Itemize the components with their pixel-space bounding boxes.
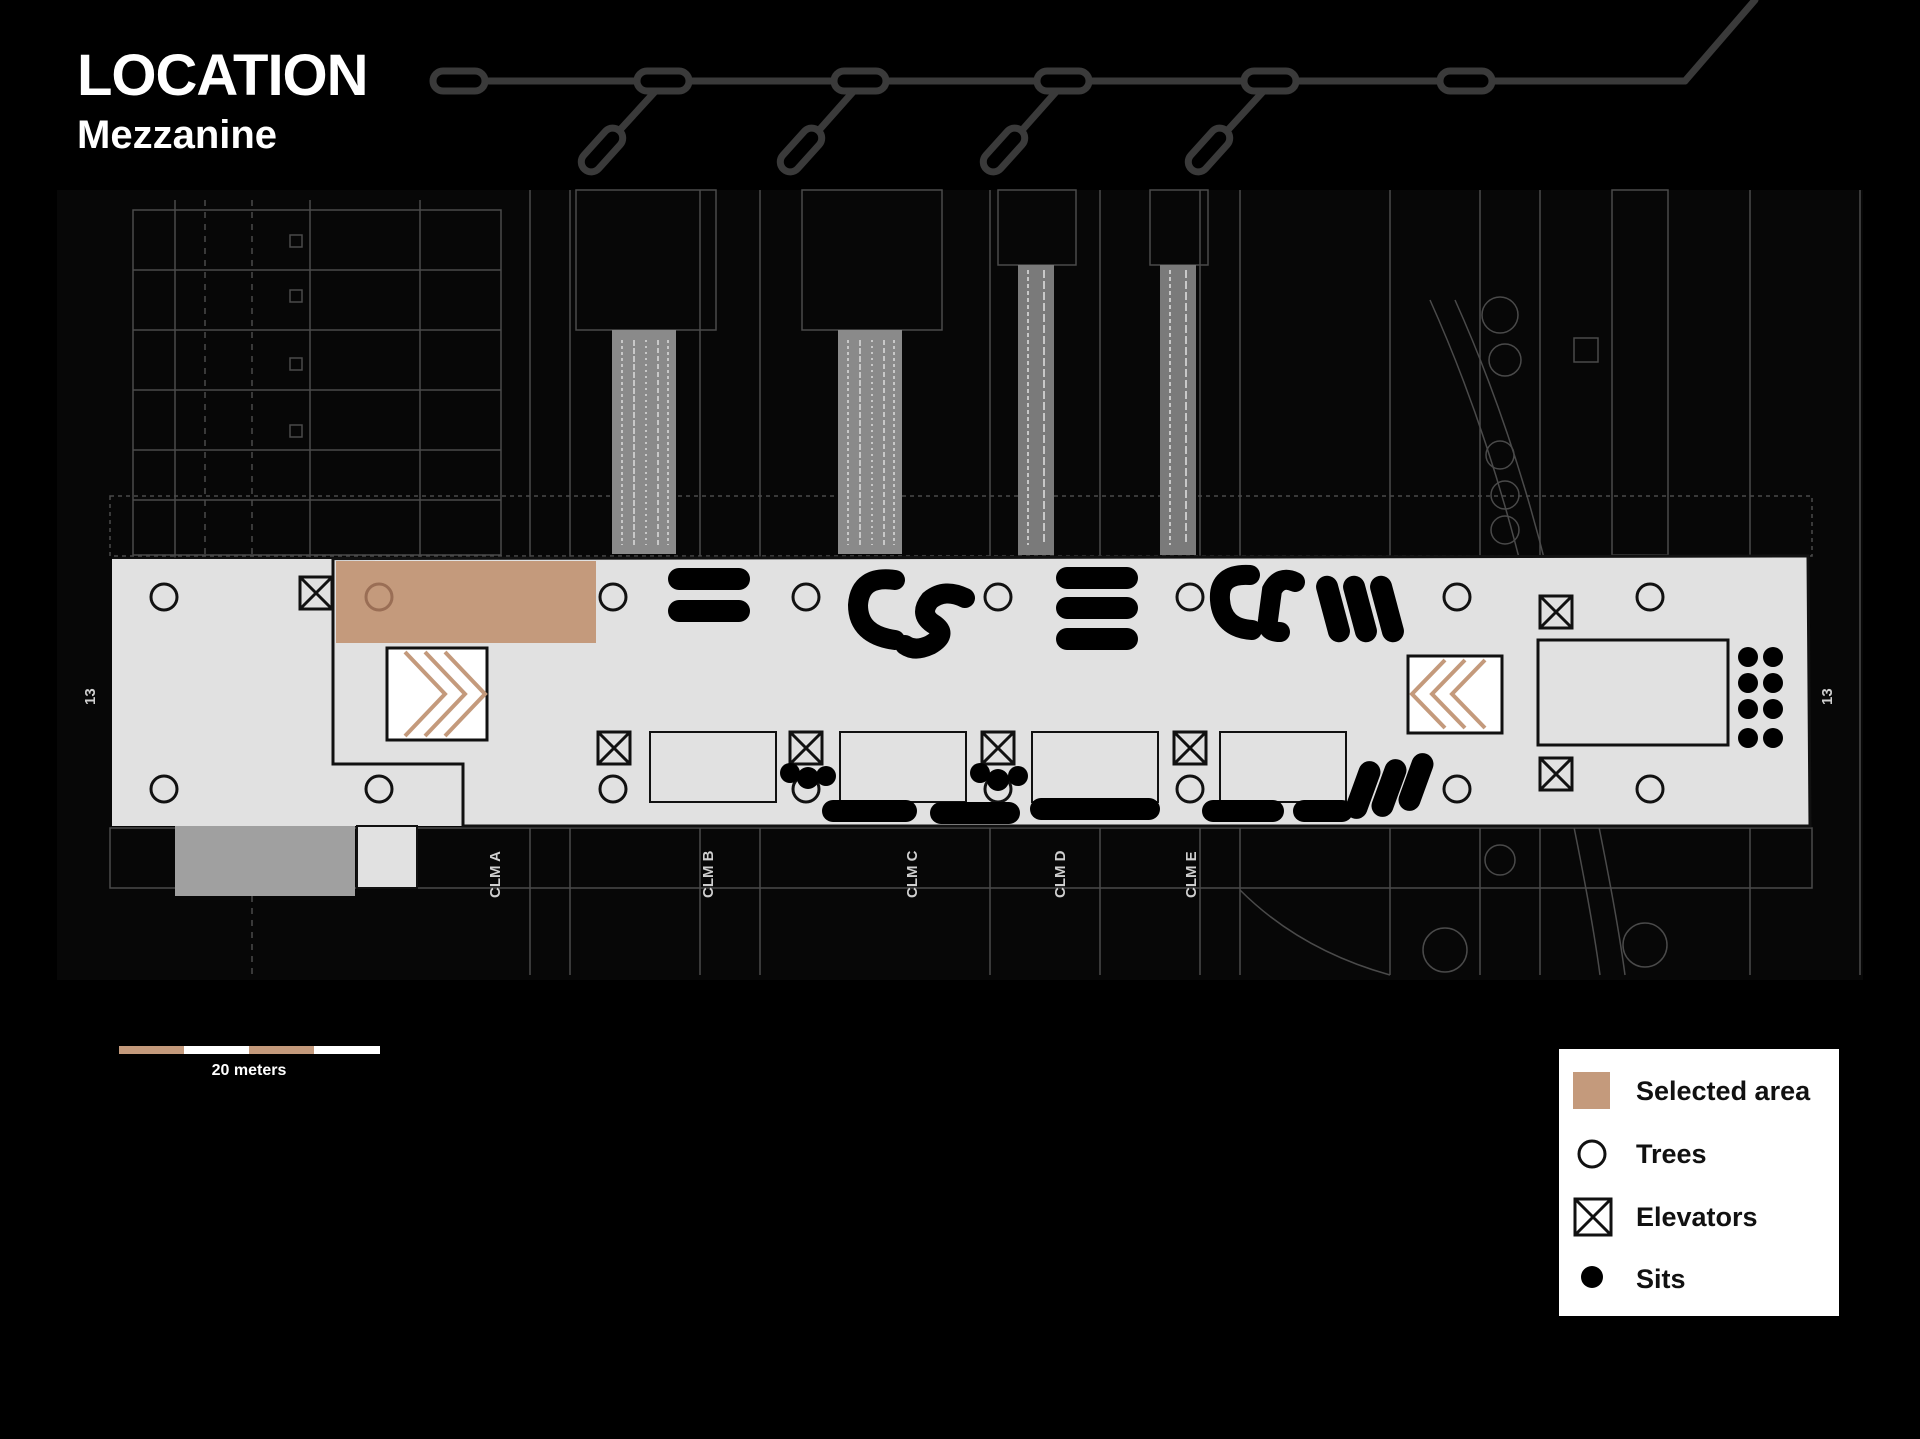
scale-bar-label: 20 meters bbox=[211, 1062, 287, 1079]
elevator-icon bbox=[1538, 594, 1574, 630]
tree-icon bbox=[598, 582, 628, 612]
end-marker-west: 13 bbox=[82, 688, 99, 705]
selected-area-swatch-icon bbox=[1573, 1071, 1613, 1111]
legend-label: Sits bbox=[1636, 1264, 1686, 1294]
scale-bar bbox=[119, 1046, 380, 1054]
tree-icon bbox=[1442, 582, 1472, 612]
tree-icon bbox=[1175, 582, 1205, 612]
elevator-icon bbox=[980, 730, 1016, 766]
sit-icon bbox=[1573, 1259, 1613, 1299]
tree-icon bbox=[1442, 774, 1472, 804]
axis-label-clm-c: CLM C bbox=[904, 850, 921, 898]
tree-icon bbox=[149, 582, 179, 612]
tree-icon bbox=[1573, 1134, 1613, 1174]
escalator-west bbox=[385, 646, 489, 742]
tree-icon bbox=[364, 582, 394, 612]
legend-item-sits: Sits bbox=[1559, 1259, 1839, 1299]
site-linework bbox=[109, 189, 1861, 976]
legend-label: Selected area bbox=[1636, 1076, 1811, 1106]
elevator-icon bbox=[788, 730, 824, 766]
page-title: LOCATION bbox=[77, 43, 369, 108]
tree-icon bbox=[149, 774, 179, 804]
legend-item-elevators: Elevators bbox=[1559, 1197, 1839, 1237]
map-legend: Selected area Trees Elevators Sits bbox=[1559, 1049, 1839, 1316]
column-labels: CLM A CLM B CLM C CLM D CLM E 13 13 bbox=[82, 688, 1836, 898]
elevator-icon bbox=[1573, 1197, 1613, 1237]
elevator-icon bbox=[298, 575, 334, 611]
elevator-icon bbox=[596, 730, 632, 766]
axis-label-clm-a: CLM A bbox=[487, 851, 504, 898]
legend-label: Trees bbox=[1636, 1139, 1707, 1169]
tree-icon bbox=[364, 774, 394, 804]
tree-icon bbox=[1635, 582, 1665, 612]
tree-icon bbox=[1635, 774, 1665, 804]
end-marker-east: 13 bbox=[1819, 688, 1836, 705]
selected-area[interactable] bbox=[336, 561, 596, 643]
axis-label-clm-b: CLM B bbox=[700, 850, 717, 898]
tree-icon bbox=[1175, 774, 1205, 804]
legend-label: Elevators bbox=[1636, 1202, 1758, 1232]
page-subtitle: Mezzanine bbox=[77, 113, 278, 157]
elevator-icon bbox=[1172, 730, 1208, 766]
escalator-east bbox=[1406, 654, 1504, 735]
legend-item-selected-area: Selected area bbox=[1559, 1071, 1839, 1111]
elevators bbox=[298, 575, 1574, 792]
platform-inner-wall bbox=[331, 559, 465, 826]
sits bbox=[668, 564, 1783, 824]
escalator-steps bbox=[621, 270, 1187, 545]
tree-icon bbox=[791, 582, 821, 612]
service-block bbox=[175, 826, 355, 896]
tree-icon bbox=[983, 582, 1013, 612]
stair-landing bbox=[356, 825, 418, 889]
tree-icon bbox=[598, 774, 628, 804]
platform-west-wing bbox=[112, 559, 463, 826]
elevator-icon bbox=[1538, 756, 1574, 792]
axis-label-clm-e: CLM E bbox=[1183, 851, 1200, 898]
transit-line-diagram bbox=[429, 0, 1759, 176]
axis-label-clm-d: CLM D bbox=[1052, 850, 1069, 898]
legend-item-trees: Trees bbox=[1559, 1134, 1839, 1174]
